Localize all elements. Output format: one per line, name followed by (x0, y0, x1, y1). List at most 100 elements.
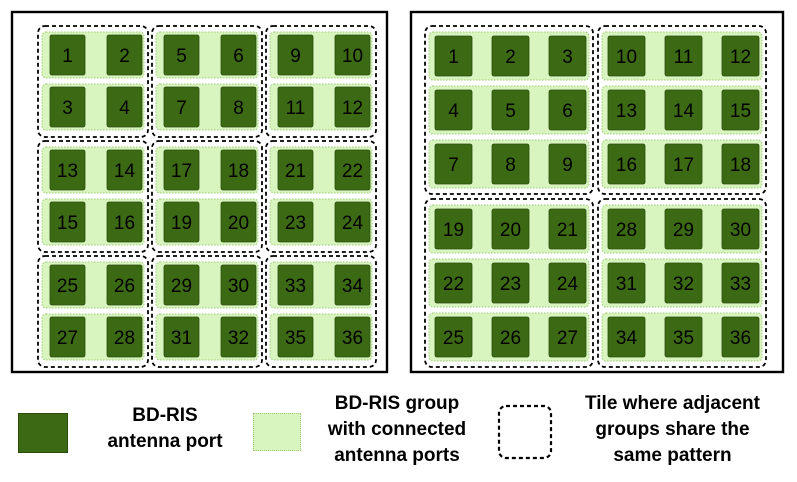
antenna-port: 35 (664, 316, 703, 358)
antenna-port-box (548, 316, 587, 358)
antenna-port-number: 4 (119, 98, 130, 119)
antenna-port-box (548, 262, 587, 304)
antenna-port-box (491, 143, 530, 185)
antenna-port-number: 24 (557, 274, 579, 295)
antenna-port: 32 (664, 262, 703, 304)
antenna-port-number: 26 (500, 328, 521, 349)
antenna-port-number: 9 (562, 155, 573, 176)
antenna-port-box (664, 89, 703, 131)
antenna-port: 12 (721, 35, 760, 77)
antenna-port-box (106, 264, 143, 306)
antenna-port-number: 11 (286, 98, 306, 119)
antenna-port: 10 (607, 35, 646, 77)
legend-tile-line2: groups share the (595, 419, 750, 440)
antenna-port: 27 (548, 316, 587, 358)
antenna-port-number: 6 (233, 46, 244, 67)
antenna-port-box (491, 35, 530, 77)
antenna-port-number: 36 (342, 328, 363, 349)
antenna-port: 28 (106, 316, 143, 358)
left-panel-tile-border (151, 140, 263, 253)
antenna-port-box (607, 35, 646, 77)
antenna-port-box (163, 201, 200, 243)
antenna-port-number: 2 (119, 46, 130, 67)
antenna-port-number: 1 (448, 47, 459, 68)
antenna-port: 21 (548, 208, 587, 250)
antenna-port: 25 (434, 316, 473, 358)
antenna-port-number: 8 (505, 155, 516, 176)
antenna-port: 36 (334, 316, 371, 358)
left-panel-tile-border (265, 140, 377, 253)
antenna-port: 16 (106, 201, 143, 243)
antenna-port: 11 (664, 35, 703, 77)
antenna-port-number: 32 (673, 274, 694, 295)
antenna-port: 6 (548, 89, 587, 131)
antenna-port: 29 (664, 208, 703, 250)
antenna-port-box (434, 35, 473, 77)
antenna-port-number: 28 (114, 328, 135, 349)
antenna-port-number: 3 (62, 98, 73, 119)
antenna-port: 22 (434, 262, 473, 304)
antenna-port-box (163, 316, 200, 358)
antenna-port: 9 (277, 34, 314, 76)
antenna-port-box (548, 35, 587, 77)
right-panel-tile-border (424, 25, 594, 195)
antenna-port-number: 18 (730, 155, 751, 176)
antenna-port: 20 (220, 201, 257, 243)
antenna-port-box (106, 149, 143, 191)
antenna-port-number: 12 (342, 98, 363, 119)
right-panel-tile-border (597, 198, 767, 368)
antenna-port-box (664, 208, 703, 250)
antenna-port-number: 9 (290, 46, 301, 67)
ris-group: 10 11 12 (601, 31, 763, 81)
left-panel-tile-border (37, 25, 149, 138)
ris-group: 29 30 (155, 261, 259, 309)
antenna-port-box (49, 34, 86, 76)
antenna-port: 7 (163, 86, 200, 128)
antenna-port: 29 (163, 264, 200, 306)
antenna-port-number: 13 (57, 161, 78, 182)
antenna-port-number: 25 (57, 276, 78, 297)
antenna-port-box (220, 201, 257, 243)
legend-group-label: BD-RIS group with connected antenna port… (302, 391, 492, 469)
antenna-port-box (277, 316, 314, 358)
antenna-port-box (721, 316, 760, 358)
antenna-port-number: 25 (443, 328, 464, 349)
antenna-port: 14 (664, 89, 703, 131)
antenna-port-box (163, 149, 200, 191)
antenna-port-number: 34 (616, 328, 638, 349)
antenna-port-box (163, 34, 200, 76)
antenna-port-box (220, 86, 257, 128)
antenna-port-number: 7 (176, 98, 187, 119)
antenna-port-number: 19 (443, 220, 464, 241)
antenna-port-box (277, 149, 314, 191)
antenna-port: 16 (607, 143, 646, 185)
antenna-port-box (49, 201, 86, 243)
antenna-port-box (106, 86, 143, 128)
antenna-port-box (334, 264, 371, 306)
antenna-port: 7 (434, 143, 473, 185)
antenna-port-box (664, 143, 703, 185)
antenna-port-box (220, 149, 257, 191)
antenna-port-number: 12 (730, 47, 751, 68)
antenna-port: 18 (721, 143, 760, 185)
antenna-port: 30 (220, 264, 257, 306)
antenna-port-box (607, 208, 646, 250)
antenna-port: 31 (607, 262, 646, 304)
antenna-port-number: 4 (448, 101, 459, 122)
antenna-port-box (220, 264, 257, 306)
antenna-port-box (49, 149, 86, 191)
antenna-port-box (220, 34, 257, 76)
antenna-port: 15 (49, 201, 86, 243)
antenna-port: 27 (49, 316, 86, 358)
antenna-port-number: 31 (171, 328, 192, 349)
left-panel-tile-border (151, 25, 263, 138)
antenna-port: 4 (106, 86, 143, 128)
